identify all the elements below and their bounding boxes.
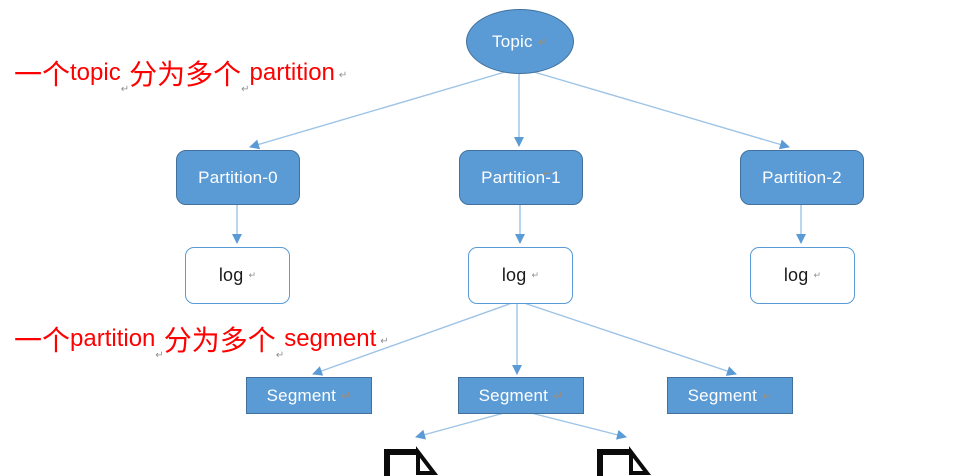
annotation-text: partition xyxy=(70,325,156,352)
connector-log-segment0 xyxy=(312,302,513,376)
log-2-label: log xyxy=(783,265,809,285)
partition-2-node: Partition-2 xyxy=(740,150,864,205)
return-mark-icon: ↵ xyxy=(120,84,130,95)
annotation-text: 分为多个 xyxy=(129,59,242,90)
partition-0-label: Partition-0 xyxy=(198,167,278,187)
segment-0-label: Segment xyxy=(266,385,337,405)
annotation-topic-partition: 一个topic↵分为多个↵partition↵ xyxy=(14,58,347,105)
return-mark-icon: ↵ xyxy=(553,388,564,403)
annotation-text: 一个 xyxy=(14,325,71,356)
connector-topic-partition0 xyxy=(249,71,506,150)
partition-2-label: Partition-2 xyxy=(762,167,842,187)
return-mark-icon: ↵ xyxy=(341,388,352,403)
segment-0-node: Segment ↵ xyxy=(246,377,372,414)
document-icon xyxy=(597,446,652,476)
connector-log-segment2 xyxy=(523,302,737,376)
partition-0-node: Partition-0 xyxy=(176,150,300,205)
segment-2-node: Segment ↵ xyxy=(667,377,793,414)
return-mark-icon: ↵ xyxy=(380,336,389,347)
topic-node: Topic ↵ xyxy=(466,9,574,74)
log-1-label: log xyxy=(501,265,527,285)
partition-1-label: Partition-1 xyxy=(481,167,561,187)
connector-segment-file1 xyxy=(530,412,627,440)
annotation-text: 一个 xyxy=(14,59,71,90)
log-0-label: log xyxy=(218,265,244,285)
annotation-text: 分为多个 xyxy=(163,325,276,356)
partition-1-node: Partition-1 ↵ xyxy=(459,150,583,205)
return-mark-icon: ↵ xyxy=(338,70,348,81)
annotation-partition-segment: 一个partition↵分为多个↵segment↵ xyxy=(14,324,389,371)
return-mark-icon: ↵ xyxy=(155,350,164,361)
connector-segment-file0 xyxy=(415,412,505,440)
return-mark-icon: ↵ xyxy=(542,168,553,180)
connector-topic-partition2 xyxy=(533,71,790,150)
annotation-text: topic xyxy=(70,59,121,86)
log-2-node: log ↵ xyxy=(750,247,855,304)
annotation-text: segment xyxy=(284,325,377,352)
return-mark-icon: ↵ xyxy=(241,84,250,95)
return-mark-icon: ↵ xyxy=(813,270,822,280)
log-1-node: log ↵ xyxy=(468,247,573,304)
log-0-node: log ↵ xyxy=(185,247,290,304)
segment-1-node: Segment ↵ xyxy=(458,377,584,414)
topic-label: Topic xyxy=(492,31,533,51)
segment-1-label: Segment xyxy=(478,385,549,405)
return-mark-icon: ↵ xyxy=(531,270,540,280)
return-mark-icon: ↵ xyxy=(248,270,257,280)
segment-2-label: Segment xyxy=(687,385,758,405)
return-mark-icon: ↵ xyxy=(762,388,773,403)
annotation-text: partition xyxy=(249,59,335,86)
document-icon xyxy=(384,446,439,476)
return-mark-icon: ↵ xyxy=(275,350,285,361)
return-mark-icon: ↵ xyxy=(537,34,548,49)
